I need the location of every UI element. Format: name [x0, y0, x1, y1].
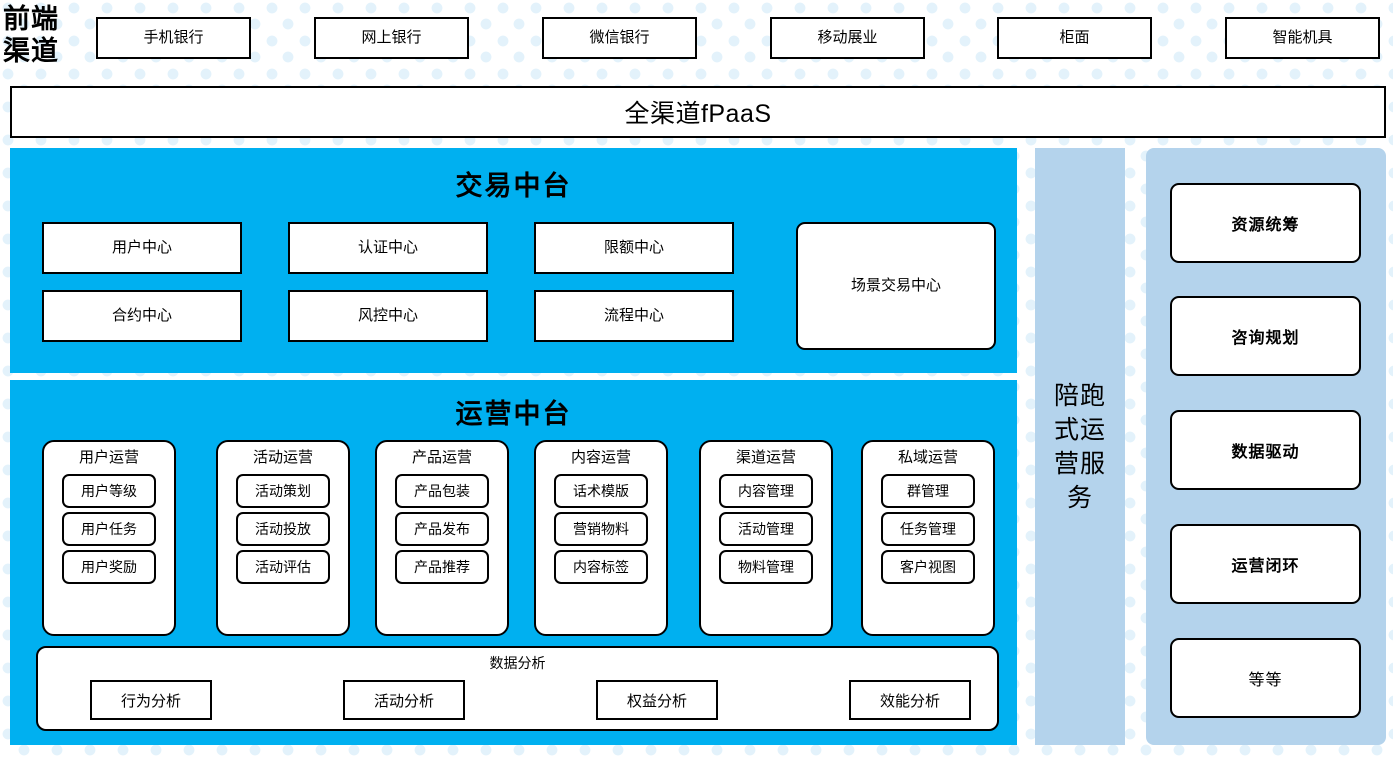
ops-item[interactable]: 物料管理	[719, 550, 813, 584]
analysis-item-benefit[interactable]: 权益分析	[596, 680, 718, 720]
trade-center-label: 认证中心	[357, 238, 418, 256]
trade-platform-title: 交易中台	[455, 171, 572, 201]
ops-group-user[interactable]: 用户运营 用户等级 用户任务 用户奖励	[42, 440, 176, 636]
ops-group-channel[interactable]: 渠道运营 内容管理 活动管理 物料管理	[699, 440, 833, 636]
ops-item[interactable]: 活动投放	[236, 512, 330, 546]
ops-group-private-domain[interactable]: 私域运营 群管理 任务管理 客户视图	[861, 440, 995, 636]
accompany-service-label: 陪跑式运营服务	[1053, 381, 1106, 512]
ops-group-title: 内容运营	[570, 449, 631, 466]
support-item-etc[interactable]: 等等	[1170, 638, 1361, 718]
support-item-data-driven[interactable]: 数据驱动	[1170, 410, 1361, 490]
ops-group-title: 渠道运营	[735, 449, 796, 466]
data-analysis-title: 数据分析	[489, 655, 546, 671]
support-panel: 资源统筹 咨询规划 数据驱动 运营闭环 等等	[1146, 148, 1386, 745]
ops-platform-panel: 运营中台 用户运营 用户等级 用户任务 用户奖励 活动运营 活动策划 活动投放 …	[10, 380, 1017, 745]
front-end-channel-label-line2: 渠道	[3, 36, 59, 66]
data-analysis-items: 行为分析 活动分析 权益分析 效能分析	[90, 680, 971, 720]
ops-group-content[interactable]: 内容运营 话术模版 营销物料 内容标签	[534, 440, 668, 636]
channel-box-label: 移动展业	[817, 28, 878, 46]
fpaas-bar-label: 全渠道fPaaS	[624, 100, 772, 128]
ops-item[interactable]: 用户任务	[62, 512, 156, 546]
channel-box-label: 智能机具	[1272, 28, 1333, 46]
ops-group-title: 私域运营	[897, 449, 958, 466]
trade-center-label: 场景交易中心	[850, 276, 941, 294]
ops-platform-title: 运营中台	[455, 399, 572, 429]
trade-center-contract[interactable]: 合约中心	[42, 290, 242, 342]
ops-item[interactable]: 用户奖励	[62, 550, 156, 584]
analysis-item-behavior[interactable]: 行为分析	[90, 680, 212, 720]
ops-item[interactable]: 任务管理	[881, 512, 975, 546]
ops-group-product[interactable]: 产品运营 产品包装 产品发布 产品推荐	[375, 440, 509, 636]
trade-center-risk[interactable]: 风控中心	[288, 290, 488, 342]
support-item-closed-loop[interactable]: 运营闭环	[1170, 524, 1361, 604]
accompany-service-column: 陪跑式运营服务	[1035, 148, 1125, 745]
ops-item[interactable]: 营销物料	[554, 512, 648, 546]
front-end-channel-label-line1: 前端	[3, 4, 59, 34]
ops-group-campaign[interactable]: 活动运营 活动策划 活动投放 活动评估	[216, 440, 350, 636]
channel-box-online-bank[interactable]: 网上银行	[314, 17, 469, 59]
ops-item[interactable]: 产品包装	[395, 474, 489, 508]
channel-box-label: 微信银行	[589, 28, 650, 46]
trade-center-user[interactable]: 用户中心	[42, 222, 242, 274]
ops-item[interactable]: 活动策划	[236, 474, 330, 508]
data-analysis-box: 数据分析 行为分析 活动分析 权益分析 效能分析	[36, 646, 999, 731]
trade-center-label: 限额中心	[603, 238, 664, 256]
channel-box-smart-machine[interactable]: 智能机具	[1225, 17, 1380, 59]
trade-center-label: 用户中心	[111, 238, 172, 256]
analysis-item-campaign[interactable]: 活动分析	[343, 680, 465, 720]
analysis-item-efficiency[interactable]: 效能分析	[849, 680, 971, 720]
channel-box-wechat-bank[interactable]: 微信银行	[542, 17, 697, 59]
channel-box-label: 手机银行	[143, 28, 204, 46]
channel-box-label: 柜面	[1059, 28, 1090, 46]
ops-group-title: 活动运营	[252, 449, 313, 466]
ops-item[interactable]: 内容管理	[719, 474, 813, 508]
front-end-channel-label: 前端 渠道	[3, 2, 89, 68]
trade-platform-panel: 交易中台 用户中心 认证中心 限额中心 合约中心 风控中心 流程中心 场景交易中…	[10, 148, 1017, 373]
channel-box-counter[interactable]: 柜面	[997, 17, 1152, 59]
channel-box-mobile-biz[interactable]: 移动展业	[770, 17, 925, 59]
trade-center-label: 风控中心	[357, 306, 418, 324]
channel-box-mobile-bank[interactable]: 手机银行	[96, 17, 251, 59]
channel-box-label: 网上银行	[361, 28, 422, 46]
ops-item[interactable]: 产品发布	[395, 512, 489, 546]
fpaas-bar[interactable]: 全渠道fPaaS	[10, 86, 1386, 138]
trade-center-limit[interactable]: 限额中心	[534, 222, 734, 274]
ops-item[interactable]: 产品推荐	[395, 550, 489, 584]
ops-group-title: 产品运营	[411, 449, 472, 466]
trade-center-label: 合约中心	[111, 306, 172, 324]
trade-center-scene[interactable]: 场景交易中心	[796, 222, 996, 350]
support-item-resource[interactable]: 资源统筹	[1170, 183, 1361, 263]
ops-item[interactable]: 用户等级	[62, 474, 156, 508]
ops-item[interactable]: 活动管理	[719, 512, 813, 546]
ops-item[interactable]: 群管理	[881, 474, 975, 508]
ops-item[interactable]: 活动评估	[236, 550, 330, 584]
trade-center-process[interactable]: 流程中心	[534, 290, 734, 342]
ops-group-title: 用户运营	[78, 449, 139, 466]
trade-center-label: 流程中心	[603, 306, 664, 324]
trade-center-auth[interactable]: 认证中心	[288, 222, 488, 274]
support-item-consulting[interactable]: 咨询规划	[1170, 296, 1361, 376]
ops-item[interactable]: 客户视图	[881, 550, 975, 584]
ops-item[interactable]: 内容标签	[554, 550, 648, 584]
ops-item[interactable]: 话术模版	[554, 474, 648, 508]
